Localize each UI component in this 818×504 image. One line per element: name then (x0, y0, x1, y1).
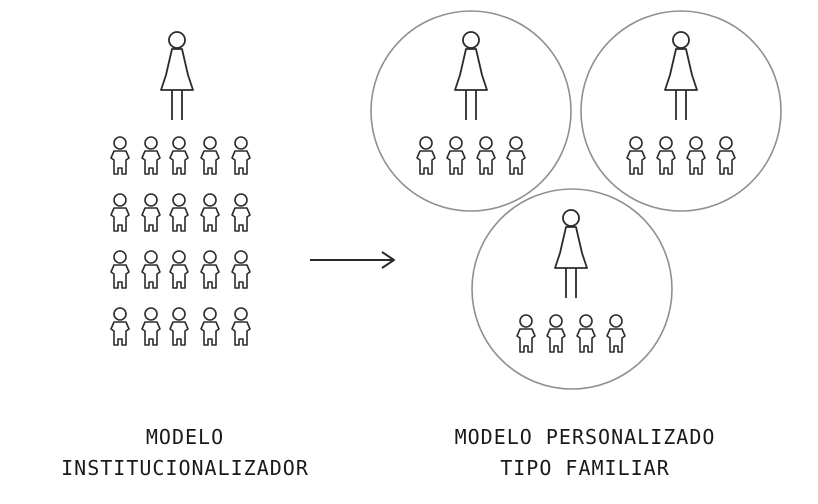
caption-line: INSTITUCIONALIZADOR (61, 456, 309, 480)
child-figure (576, 314, 596, 353)
caption-line: MODELO PERSONALIZADO (454, 425, 716, 449)
child-figure (686, 136, 706, 175)
family-circle (370, 10, 572, 212)
child-figure (169, 250, 189, 289)
child-figure (200, 307, 220, 346)
family-group-1 (370, 10, 572, 212)
child-figure (231, 250, 251, 289)
child-figure (169, 193, 189, 232)
family-model-group (370, 10, 782, 390)
child-figure (200, 136, 220, 175)
child-figure (231, 136, 251, 175)
caregiver-figure (454, 31, 488, 121)
institutional-model-caption: MODELO INSTITUCIONALIZADOR (40, 422, 330, 484)
child-figure (200, 250, 220, 289)
child-figure (606, 314, 626, 353)
caption-line: MODELO (145, 425, 225, 449)
family-group-3 (471, 188, 673, 390)
child-figure (169, 307, 189, 346)
child-figure (141, 250, 161, 289)
caregiver-figure (554, 209, 588, 299)
child-figure (110, 307, 130, 346)
child-figure (506, 136, 526, 175)
caregiver-figure (160, 31, 194, 121)
family-group-2 (580, 10, 782, 212)
child-figure (231, 307, 251, 346)
right-arrow-icon (310, 251, 395, 269)
child-figure (110, 193, 130, 232)
child-figure (141, 307, 161, 346)
child-figure (200, 193, 220, 232)
child-figure (626, 136, 646, 175)
caregiver-figure (664, 31, 698, 121)
child-figure (546, 314, 566, 353)
family-model-caption: MODELO PERSONALIZADO TIPO FAMILIAR (405, 422, 765, 484)
child-figure (656, 136, 676, 175)
institutional-model-group (110, 31, 251, 346)
child-figure (110, 136, 130, 175)
child-figure (141, 193, 161, 232)
caption-line: TIPO FAMILIAR (500, 456, 670, 480)
family-circle (471, 188, 673, 390)
child-figure (169, 136, 189, 175)
child-figure (110, 250, 130, 289)
child-figure (446, 136, 466, 175)
child-figure (516, 314, 536, 353)
child-figure (141, 136, 161, 175)
child-figure (231, 193, 251, 232)
child-figure (476, 136, 496, 175)
family-circle (580, 10, 782, 212)
child-figure (416, 136, 436, 175)
child-figure (716, 136, 736, 175)
children-grid (110, 136, 251, 346)
